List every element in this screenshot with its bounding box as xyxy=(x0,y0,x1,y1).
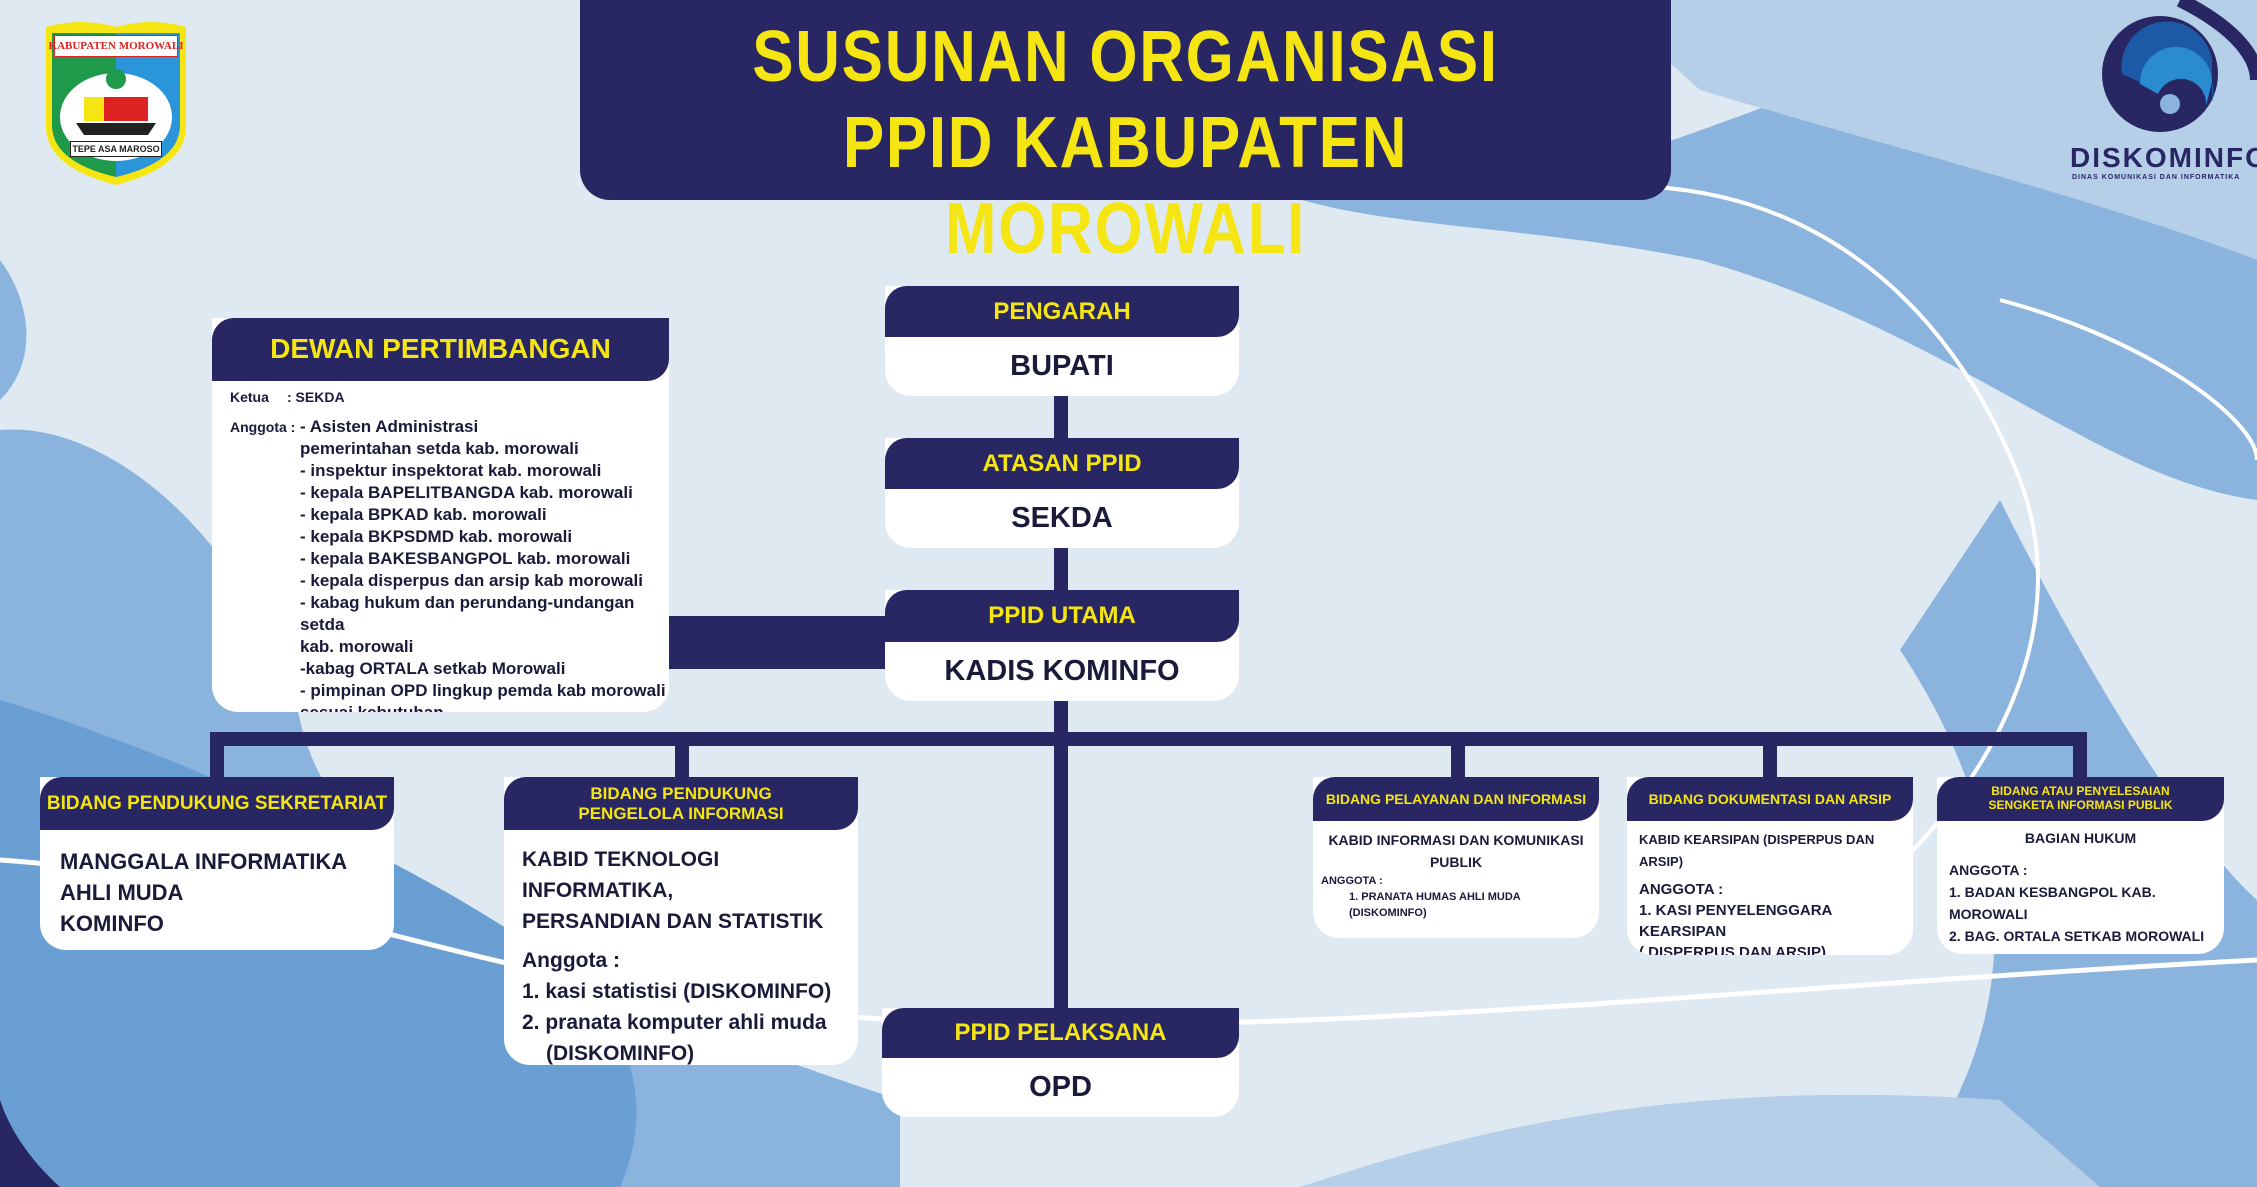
dewan-pertimbangan-box: DEWAN PERTIMBANGAN Ketua : SEKDA Anggota… xyxy=(212,318,669,712)
member-line: 1. KASI PENYELENGGARA KEARSIPAN xyxy=(1639,902,1832,940)
logo-text: KABUPATEN MOROWALI xyxy=(48,40,184,52)
diskominfo-logo: DISKOMINFO DINAS KOMUNIKASI DAN INFORMAT… xyxy=(2060,12,2257,182)
dewan-header: DEWAN PERTIMBANGAN xyxy=(212,318,669,381)
member-line: sesuai kebutuhan xyxy=(300,702,669,712)
bidang-line: KABID INFORMASI DAN KOMUNIKASI xyxy=(1328,832,1584,848)
member-line: - pimpinan OPD lingkup pemda kab morowal… xyxy=(300,681,666,700)
bidang-header: BIDANG PENDUKUNG PENGELOLA INFORMASI xyxy=(504,777,858,830)
member-line: - kepala disperpus dan arsip kab morowal… xyxy=(300,571,643,590)
ppid-utama-body: KADIS KOMINFO xyxy=(944,655,1180,687)
bidang-dokumentasi-arsip-box: BIDANG DOKUMENTASI DAN ARSIP KABID KEARS… xyxy=(1627,777,1913,955)
ppid-pelaksana-header: PPID PELAKSANA xyxy=(882,1008,1239,1058)
pengarah-header: PENGARAH xyxy=(885,286,1239,337)
bidang-line: KABID KEARSIPAN (DISPERPUS DAN ARSIP) xyxy=(1639,832,1875,869)
member-line: - kepala BKPSDMD kab. morowali xyxy=(300,527,573,546)
ppid-utama-header: PPID UTAMA xyxy=(885,590,1239,642)
ketua-value: : SEKDA xyxy=(287,389,345,405)
bidang-sengketa-informasi-box: BIDANG ATAU PENYELESAIAN SENGKETA INFORM… xyxy=(1937,777,2224,954)
connector-horizontal-bidang xyxy=(210,732,2087,746)
atasan-ppid-header: ATASAN PPID xyxy=(885,438,1239,489)
bidang-pendukung-sekretariat-box: BIDANG PENDUKUNG SEKRETARIAT MANGGALA IN… xyxy=(40,777,394,950)
bidang-line: KOMINFO xyxy=(60,911,164,936)
anggota-label: ANGGOTA : xyxy=(1949,862,2028,878)
connector-dewan xyxy=(669,616,885,669)
diskominfo-emblem-icon xyxy=(2102,16,2218,132)
title-line-2: PPID KABUPATEN MOROWALI xyxy=(842,103,1409,269)
page-title: SUSUNAN ORGANISASI PPID KABUPATEN MOROWA… xyxy=(580,0,1671,269)
member-line: 1. kasi statistisi (DISKOMINFO) xyxy=(522,980,832,1003)
bidang-header: BIDANG PENDUKUNG SEKRETARIAT xyxy=(40,777,394,830)
connector-bidang-2 xyxy=(675,732,689,778)
ppid-pelaksana-body: OPD xyxy=(1029,1071,1092,1103)
member-line: 1. PRANATA HUMAS AHLI MUDA (DISKOMINFO) xyxy=(1349,891,1521,919)
member-line: - kepala BPKAD kab. morowali xyxy=(300,505,547,524)
atasan-ppid-body: SEKDA xyxy=(1011,502,1113,534)
connector-bidang-1 xyxy=(210,732,224,778)
bidang-pendukung-pengelola-informasi-box: BIDANG PENDUKUNG PENGELOLA INFORMASI KAB… xyxy=(504,777,858,1065)
bidang-line: PERSANDIAN DAN STATISTIK xyxy=(522,910,824,933)
member-line: - Asisten Administrasi xyxy=(300,417,479,436)
member-line: pemerintahan setda kab. morowali xyxy=(300,439,579,458)
pengarah-body: BUPATI xyxy=(1010,350,1114,382)
diskominfo-name: DISKOMINFO xyxy=(2070,142,2257,173)
member-line: (DISKOMINFO) xyxy=(546,1042,695,1065)
diskominfo-subtitle: DINAS KOMUNIKASI DAN INFORMATIKA xyxy=(2072,174,2241,181)
connector-bidang-4 xyxy=(1763,732,1777,778)
member-line: - kabag hukum dan perundang-undangan set… xyxy=(300,593,635,634)
anggota-label: ANGGOTA : xyxy=(1321,875,1383,887)
bidang-line: KABID TEKNOLOGI INFORMATIKA, xyxy=(522,848,720,902)
member-line: 2. pranata komputer ahli muda xyxy=(522,1011,827,1034)
pengarah-box: PENGARAH BUPATI xyxy=(885,286,1239,396)
logo-banner: KABUPATEN MOROWALI xyxy=(49,35,183,57)
logo-motto-ribbon: TEPE ASA MAROSO xyxy=(70,141,162,157)
logo-motto: TEPE ASA MAROSO xyxy=(72,144,160,154)
kabupaten-morowali-logo: KABUPATEN MOROWALI TEPE ASA MAROSO xyxy=(40,17,192,187)
ppid-pelaksana-box: PPID PELAKSANA OPD xyxy=(882,1008,1239,1117)
ppid-utama-box: PPID UTAMA KADIS KOMINFO xyxy=(885,590,1239,701)
member-line: ( DISPERPUS DAN ARSIP) xyxy=(1639,944,1826,955)
member-line: kab. morowali xyxy=(300,637,414,656)
dewan-member-list: - Asisten Administrasi pemerintahan setd… xyxy=(300,416,669,712)
connector-vertical-main xyxy=(1054,396,1068,1008)
bidang-line: MANGGALA INFORMATIKA xyxy=(60,849,348,874)
bidang-header: BIDANG PELAYANAN DAN INFORMASI xyxy=(1313,777,1599,821)
member-line: -kabag ORTALA setkab Morowali xyxy=(300,659,566,678)
bidang-header: BIDANG ATAU PENYELESAIAN SENGKETA INFORM… xyxy=(1937,777,2224,821)
bidang-line: BAGIAN HUKUM xyxy=(2024,830,2137,846)
connector-bidang-5 xyxy=(2073,732,2087,778)
bidang-header: BIDANG DOKUMENTASI DAN ARSIP xyxy=(1627,777,1913,821)
anggota-label: ANGGOTA : xyxy=(1639,881,1724,898)
member-line: 2. BAG. ORTALA SETKAB MOROWALI xyxy=(1949,928,2205,944)
member-line: - kepala BAKESBANGPOL kab. morowali xyxy=(300,549,631,568)
member-line: 1. BADAN KESBANGPOL KAB. MOROWALI xyxy=(1949,884,2156,922)
anggota-label: Anggota : xyxy=(522,949,620,972)
atasan-ppid-box: ATASAN PPID SEKDA xyxy=(885,438,1239,548)
ketua-label: Ketua xyxy=(230,389,269,405)
title-line-1: SUSUNAN ORGANISASI xyxy=(752,17,1499,97)
bidang-pelayanan-informasi-box: BIDANG PELAYANAN DAN INFORMASI KABID INF… xyxy=(1313,777,1599,938)
bidang-line: AHLI MUDA xyxy=(60,880,184,905)
bidang-line: PUBLIK xyxy=(1429,854,1483,870)
member-line: - inspektur inspektorat kab. morowali xyxy=(300,461,602,480)
member-line: - kepala BAPELITBANGDA kab. morowali xyxy=(300,483,633,502)
anggota-label: Anggota : xyxy=(230,419,296,435)
connector-bidang-3 xyxy=(1451,732,1465,778)
